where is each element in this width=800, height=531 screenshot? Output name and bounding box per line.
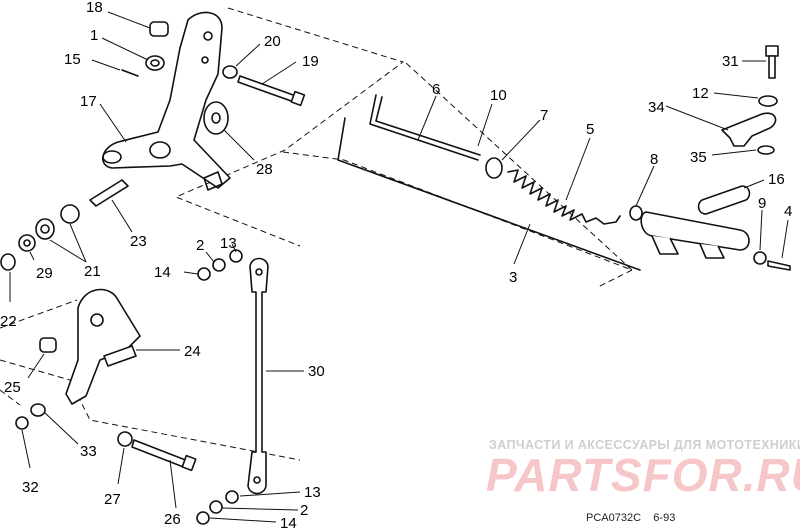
callout-32: 32 [22,479,39,496]
callout-16: 16 [768,171,785,188]
callout-12: 12 [692,85,709,102]
part-28-roller [203,101,229,135]
callout-10: 10 [490,87,507,104]
part-33-washer [30,403,46,417]
part-21-bushings [35,204,80,240]
callout-6: 6 [432,81,440,98]
part-12-washer [758,95,778,107]
leader-lines [9,11,789,523]
part-26-screw [131,439,197,472]
callout-18: 18 [86,0,103,16]
callout-3: 3 [509,269,517,286]
part-34-bracket [721,112,777,147]
callout-26: 26 [164,511,181,528]
part-8-seal [629,205,643,221]
callout-35: 35 [690,149,707,166]
callout-4: 4 [784,203,792,220]
callout-31: 31 [722,53,739,70]
callout-20: 20 [264,33,281,50]
part-27-nut [117,431,133,447]
part-5-spring [507,169,621,225]
part-3-frame [337,117,641,271]
callout-30: 30 [308,363,325,380]
callout-27: 27 [104,491,121,508]
callout-25: 25 [4,379,21,396]
callout-5: 5 [586,121,594,138]
watermark-tagline: ЗАПЧАСТИ И АКСЕССУАРЫ ДЛЯ МОТОТЕХНИКИ [489,438,800,452]
callout-21: 21 [84,263,101,280]
part-25-bushing [39,337,57,353]
part-32-nut [15,416,29,430]
part-35-washer [757,145,775,155]
part-6-bent-rod [369,94,481,161]
callout-2-lower: 2 [300,502,308,519]
part-24-bracket [65,288,141,405]
part-9-nut [753,251,767,265]
part-1-washer [145,55,165,71]
callout-34: 34 [648,99,665,116]
part-19-screw [237,75,306,107]
part-20-nut [222,65,238,79]
part-29-washer [18,234,36,252]
assembly-outline-lower [0,299,301,461]
callout-2-upper: 2 [196,237,204,254]
drawing-reference: PCA0732C 6-93 [586,512,675,524]
callout-14-upper: 14 [154,264,171,281]
part-31-bolt [765,45,779,79]
lower-link-hardware [196,490,239,525]
callout-28: 28 [256,161,273,178]
callout-8: 8 [650,151,658,168]
callout-1: 1 [90,27,98,44]
callout-13-lower: 13 [304,484,321,501]
part-housing-cylinder [640,211,750,259]
callout-22: 22 [0,313,17,330]
callout-17: 17 [80,93,97,110]
callout-29: 29 [36,265,53,282]
part-4-screw [767,260,791,271]
part-16-handle [697,185,751,215]
callout-15: 15 [64,51,81,68]
callout-14-lower: 14 [280,515,297,531]
callout-33: 33 [80,443,97,460]
callout-19: 19 [302,53,319,70]
callout-13-upper: 13 [220,235,237,252]
assembly-outline-upper [174,7,633,288]
part-15-pin [121,69,139,77]
part-17-bell-crank [102,11,231,191]
part-30-link-rod [247,257,269,495]
upper-link-hardware [197,249,243,281]
part-7-spacer [485,157,503,179]
callout-24: 24 [184,343,201,360]
drawing-date: 6-93 [653,512,676,524]
callout-23: 23 [130,233,147,250]
part-18-bushing [149,21,169,37]
callout-7: 7 [540,107,548,124]
drawing-code: PCA0732C [586,512,642,524]
part-23-screw [89,179,129,207]
callout-9: 9 [758,195,766,212]
part-22-nut [0,253,16,271]
watermark-logo: PARTSFOR.RU [486,449,800,501]
